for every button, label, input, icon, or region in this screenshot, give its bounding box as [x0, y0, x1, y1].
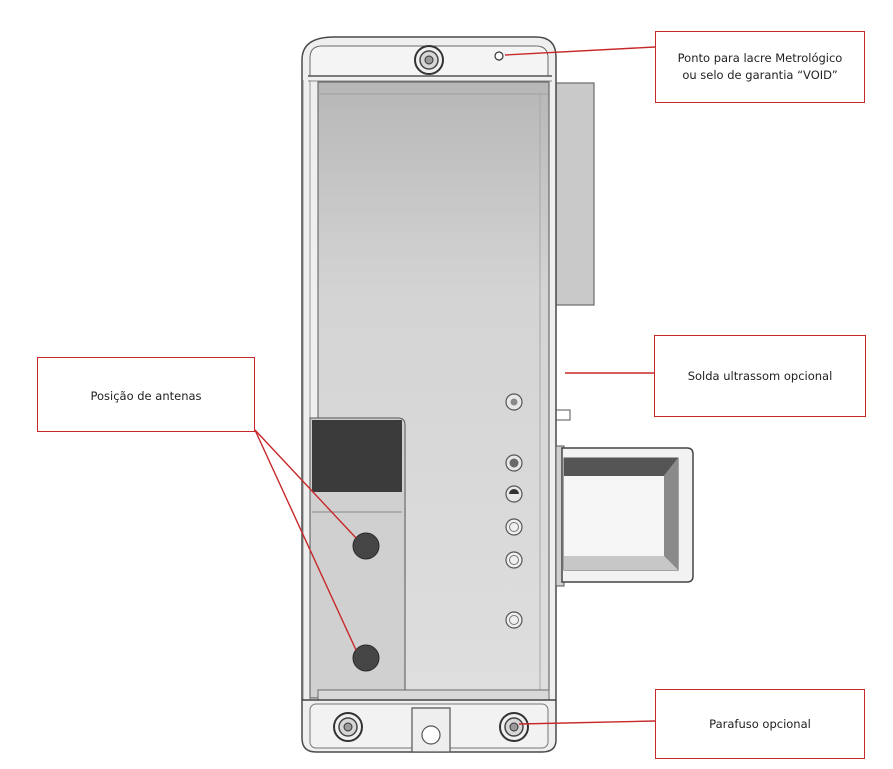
callout-antenna-position: Posição de antenas [37, 357, 255, 432]
bottom-tab-hole [421, 725, 441, 745]
callout-screw-label: Parafuso opcional [709, 716, 811, 731]
bottom-left-screw [333, 712, 363, 742]
bottom-right-screw [499, 712, 529, 742]
side-clip [556, 409, 571, 421]
top-screw [414, 45, 444, 75]
leader-antenna-upper [254, 429, 357, 539]
bottom-plate [317, 689, 550, 701]
leader-lines [254, 46, 656, 725]
leader-screw [518, 720, 656, 725]
antenna-dot-lower [352, 644, 380, 672]
leader-antenna-lower [254, 429, 357, 651]
side-connector [555, 445, 694, 587]
side-bracket [555, 82, 595, 306]
seal-point [494, 51, 504, 61]
callout-optional-screw: Parafuso opcional [655, 689, 865, 759]
antenna-block-dark-face [312, 420, 402, 492]
callout-antennas-label: Posição de antenas [90, 389, 202, 403]
callout-seal-line1: Ponto para lacre Metrológico [677, 51, 843, 65]
antenna-dot-upper [352, 532, 380, 560]
leader-seal [504, 46, 656, 56]
callout-seal-line2: ou selo de garantia “VOID” [682, 68, 838, 82]
callout-seal-point: Ponto para lacre Metrológico ou selo de … [655, 31, 865, 103]
callout-ultrasonic-weld: Solda ultrassom opcional [654, 335, 866, 417]
indicator-holes [505, 393, 523, 629]
callout-ultrasonic-label: Solda ultrassom opcional [687, 368, 833, 383]
